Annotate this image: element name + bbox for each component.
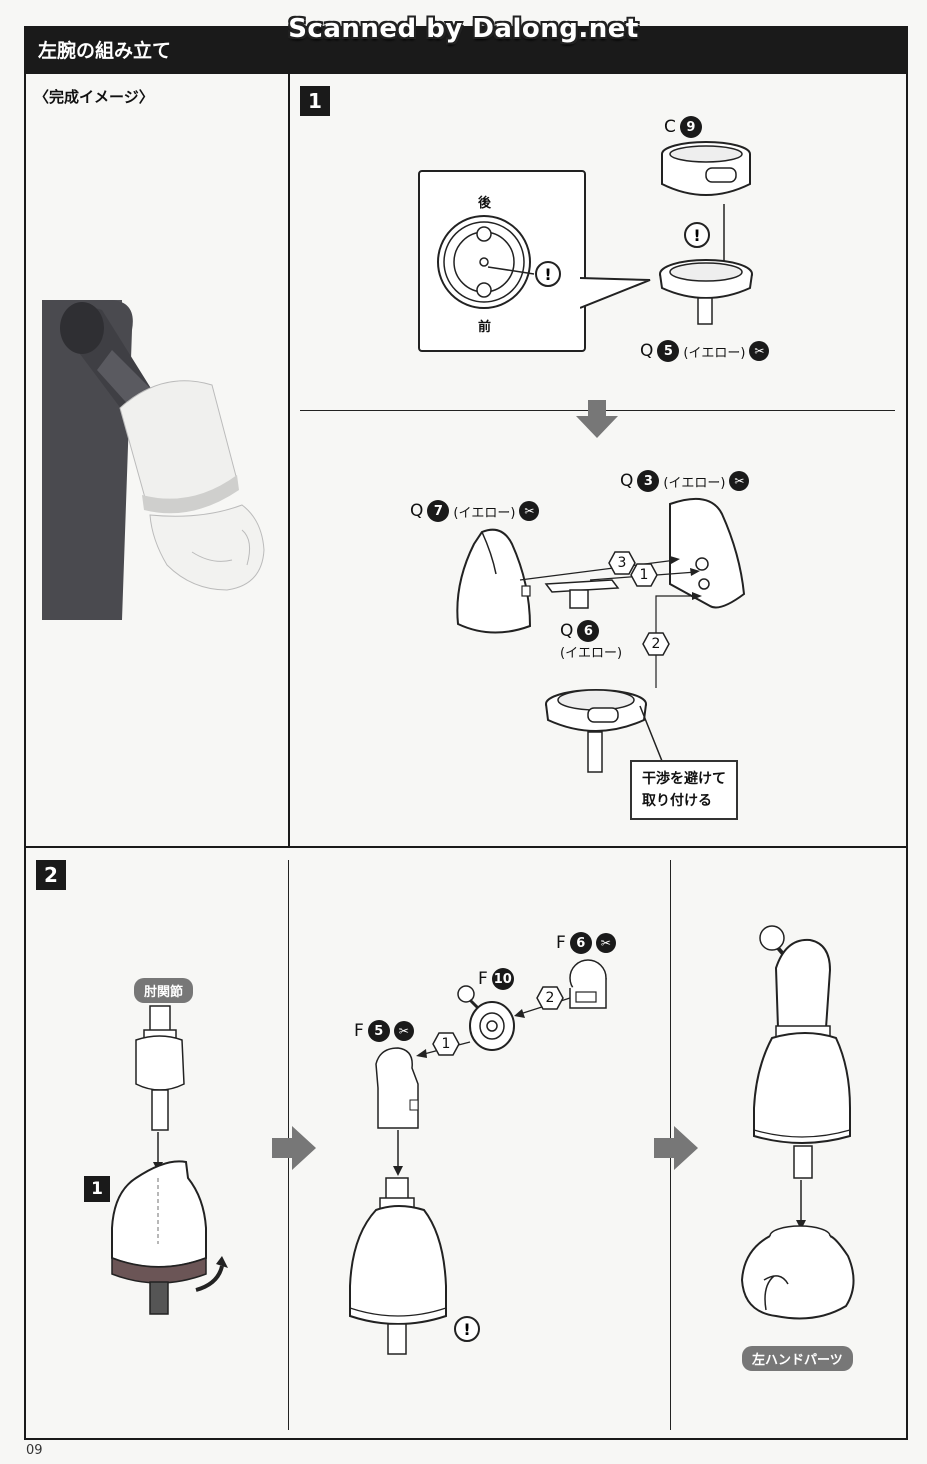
order-marker-2-label: 2 — [651, 636, 661, 652]
part-color-note: (イエロー) — [663, 475, 726, 491]
part-q6-pin — [544, 579, 620, 609]
part-letter: Q — [560, 621, 574, 641]
gate-cut-icon: ✂ — [729, 471, 750, 491]
part-f6-label: F 6 ✂ — [556, 932, 616, 954]
next-step-arrow-icon — [576, 400, 618, 438]
detail-back-label: 後 — [478, 196, 492, 211]
part-q5-base — [659, 259, 753, 325]
gate-cut-icon: ✂ — [595, 933, 616, 953]
f5-insert-arrow — [393, 1130, 403, 1176]
order-marker-1 — [630, 563, 658, 587]
part-c9-cap — [661, 141, 751, 196]
part-c9-label: C 9 — [664, 116, 702, 138]
part-q7-shell — [456, 528, 532, 634]
column-arrow-icon — [272, 1126, 316, 1170]
part-f10 — [457, 985, 515, 1051]
part-f10-label: F 10 — [478, 968, 514, 990]
order-marker-1-label: 1 — [639, 567, 649, 583]
page-number: 09 — [26, 1443, 43, 1458]
part-number: 3 — [637, 470, 660, 492]
order-marker-f1-label: 1 — [441, 1036, 451, 1052]
part-letter: Q — [620, 471, 634, 491]
page-title: 左腕の組み立て — [38, 40, 172, 62]
order-marker-f2-label: 2 — [545, 990, 555, 1006]
part-q6-color-note: (イエロー) — [560, 646, 623, 661]
order-marker-3-label: 3 — [617, 555, 627, 571]
gate-cut-icon: ✂ — [519, 501, 540, 521]
note-line-2: 取り付ける — [642, 793, 712, 809]
part-number: 10 — [491, 968, 514, 990]
step1-badge: 1 — [300, 86, 330, 116]
part-number: 9 — [679, 116, 702, 138]
part-number: 7 — [427, 500, 450, 522]
gate-cut-icon: ✂ — [749, 341, 770, 361]
part-number: 5 — [657, 340, 680, 362]
part-letter: F — [354, 1021, 364, 1041]
part-q3-label: Q 3 (イエロー) ✂ — [620, 470, 750, 492]
gate-cut-icon: ✂ — [393, 1021, 414, 1041]
part-letter: F — [478, 969, 488, 989]
svg-text:!: ! — [693, 226, 700, 245]
forearm-assembled — [111, 1160, 228, 1315]
part-letter: F — [556, 933, 566, 953]
joint-top-view: ! — [437, 215, 561, 309]
order-marker-f1 — [432, 1032, 460, 1056]
part-number: 6 — [569, 932, 592, 954]
step2-sub-badge: 1 — [84, 1176, 110, 1202]
part-number: 5 — [367, 1020, 390, 1042]
watermark: Scanned by Dalong.net — [288, 14, 639, 44]
part-f6 — [569, 959, 607, 1009]
part-q7-label: Q 7 (イエロー) ✂ — [410, 500, 540, 522]
interference-note: 干渉を避けて 取り付ける — [630, 760, 738, 820]
part-q5-label: Q 5 (イエロー) ✂ — [640, 340, 770, 362]
svg-text:!: ! — [463, 1320, 470, 1339]
callout-pointer — [580, 277, 651, 309]
order-marker-3 — [608, 551, 636, 575]
completed-arm-illustration — [42, 300, 265, 620]
part-f5 — [375, 1047, 419, 1129]
part-f5-label: F 5 ✂ — [354, 1020, 414, 1042]
assembly-lines — [519, 556, 702, 688]
forearm-complete — [753, 925, 851, 1179]
part-number: 6 — [577, 620, 600, 642]
part-q3-shell — [669, 497, 746, 609]
order-marker-f2 — [536, 986, 564, 1010]
part-color-note: (イエロー) — [683, 345, 746, 361]
left-hand-label: 左ハンドパーツ — [742, 1346, 853, 1371]
step2-panel — [24, 846, 908, 1440]
left-hand-part — [740, 1225, 855, 1320]
part-q6-label: Q 6 — [560, 620, 600, 642]
part-color-note: (イエロー) — [453, 505, 516, 521]
order-marker-2 — [642, 632, 670, 656]
forearm-with-f5 — [349, 1177, 447, 1355]
elbow-joint-part — [135, 1005, 185, 1131]
part-letter: C — [664, 117, 676, 137]
part-letter: Q — [640, 341, 654, 361]
hand-insert-arrow — [796, 1180, 806, 1230]
caution-icon: ! — [684, 222, 710, 248]
elbow-joint-label: 肘関節 — [134, 978, 194, 1003]
step2-badge: 2 — [36, 860, 66, 890]
part-letter: Q — [410, 501, 424, 521]
note-line-1: 干渉を避けて — [642, 771, 726, 787]
detail-front-label: 前 — [478, 320, 492, 335]
part-base-lower — [545, 689, 647, 773]
column-arrow-icon-2 — [654, 1126, 698, 1170]
svg-text:!: ! — [544, 265, 551, 284]
completed-image-label: 〈完成イメージ〉 — [34, 88, 154, 106]
caution-icon-2: ! — [454, 1316, 480, 1342]
header-bar — [24, 26, 908, 72]
